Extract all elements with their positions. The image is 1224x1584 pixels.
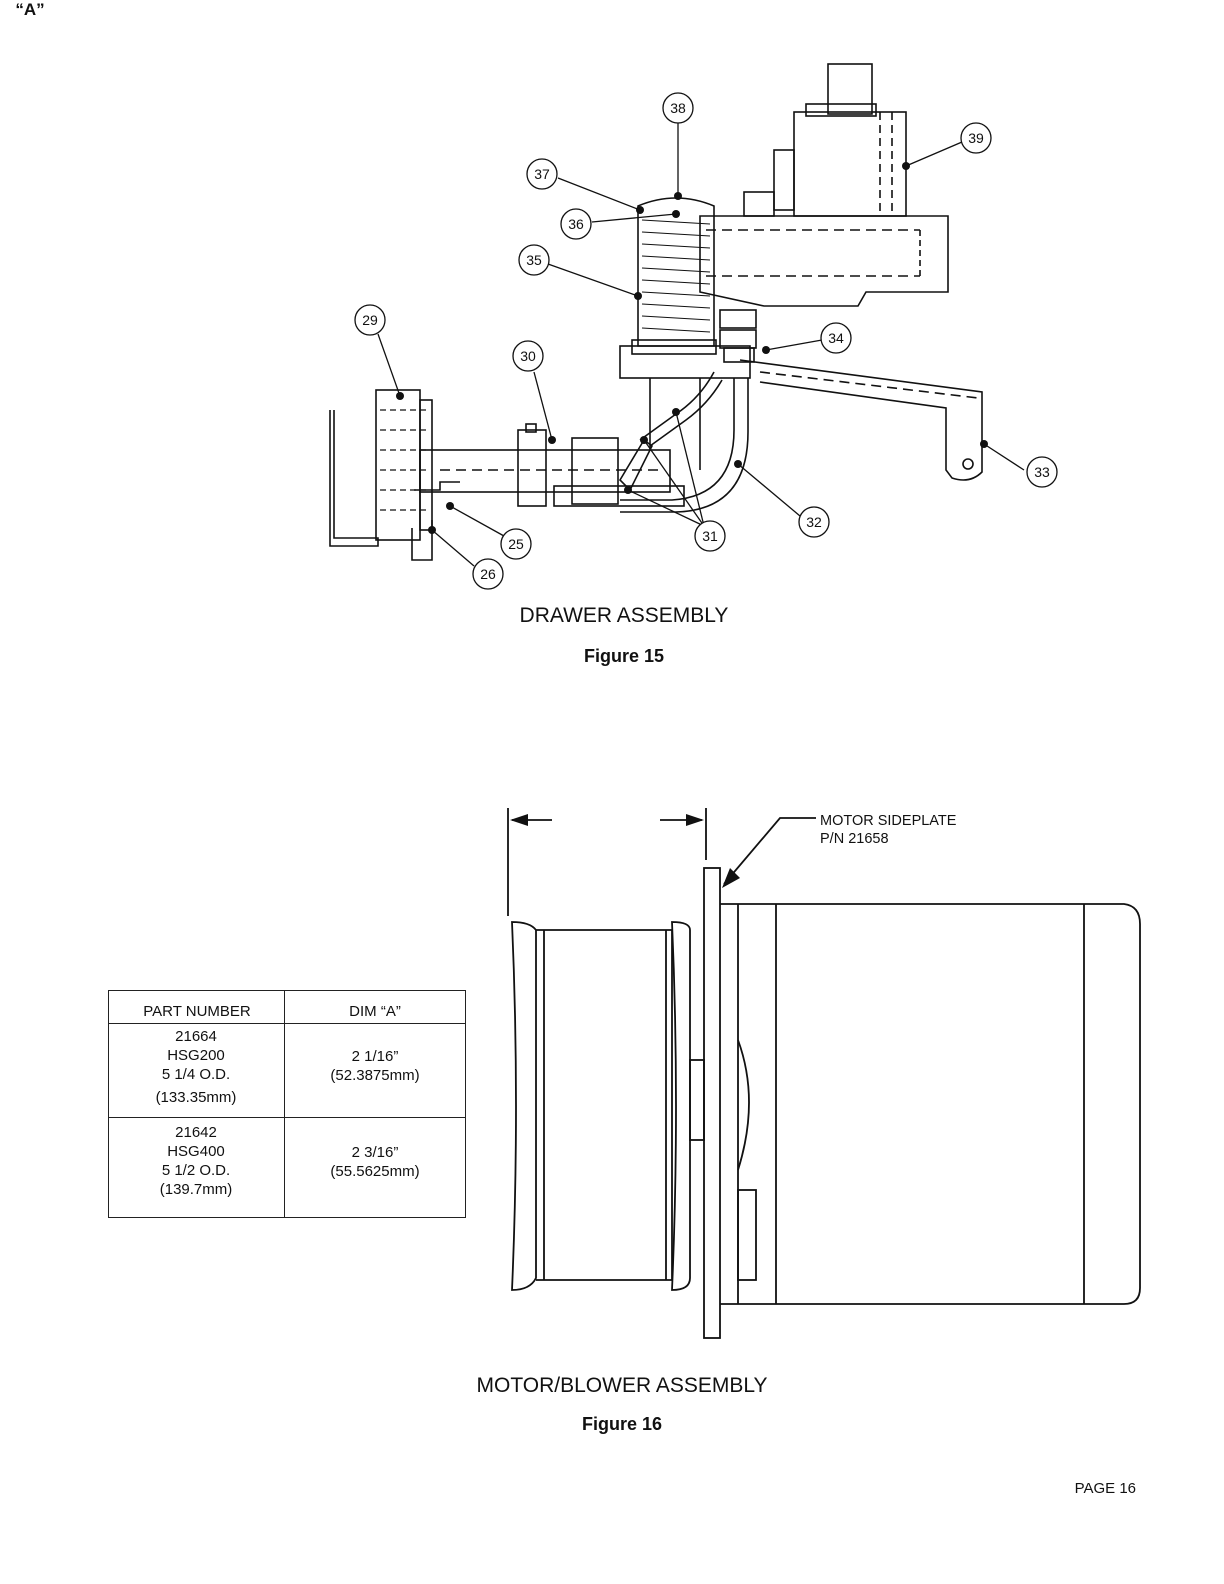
row2-dim-line: 2 3/16” — [285, 1143, 465, 1162]
motor-cap — [828, 64, 872, 114]
dimension-table: PART NUMBER DIM “A” 21664 HSG200 5 1/4 O… — [108, 990, 466, 1218]
callout-30: 30 — [520, 348, 536, 364]
outer-frame — [330, 410, 378, 546]
row1-part-line: 5 1/4 O.D. — [109, 1065, 283, 1084]
motor-body — [794, 112, 906, 216]
callout-25: 25 — [508, 536, 524, 552]
callout-37: 37 — [534, 166, 550, 182]
row1-dim-line: (52.3875mm) — [285, 1066, 465, 1085]
row2-part-line: 5 1/2 O.D. — [109, 1161, 283, 1180]
header-dim-a: DIM “A” — [285, 1003, 465, 1023]
callout-38: 38 — [670, 100, 686, 116]
callout-32: 32 — [806, 514, 822, 530]
figure-16-title: MOTOR/BLOWER ASSEMBLY — [372, 1374, 872, 1398]
row2-part: 21642 HSG400 5 1/2 O.D. (139.7mm) — [109, 1123, 283, 1199]
row1-part-line: (133.35mm) — [109, 1088, 283, 1107]
callout-36: 36 — [568, 216, 584, 232]
row1-part-line: HSG200 — [109, 1046, 283, 1065]
row1-part: 21664 HSG200 5 1/4 O.D. (133.35mm) — [109, 1027, 283, 1107]
row2-part-line: HSG400 — [109, 1142, 283, 1161]
motor-sideplate-label: MOTOR SIDEPLATE P/N 21658 — [820, 812, 956, 848]
row1-dim-line: 2 1/16” — [285, 1047, 465, 1066]
figure-15-number: Figure 15 — [424, 646, 824, 667]
row2-part-line: 21642 — [109, 1123, 283, 1142]
row2-dim-line: (55.5625mm) — [285, 1162, 465, 1181]
row2-part-line: (139.7mm) — [109, 1180, 283, 1199]
row1-dim: 2 1/16” (52.3875mm) — [285, 1047, 465, 1085]
callout-33: 33 — [1034, 464, 1050, 480]
electrode-tube — [620, 378, 734, 500]
drawer-assembly-drawing: 38 37 36 35 39 34 29 30 33 32 31 25 26 — [0, 0, 1224, 700]
figure-16-number: Figure 16 — [372, 1414, 872, 1435]
motor-housing — [720, 904, 1140, 1304]
sideplate-part-number: P/N 21658 — [820, 830, 956, 848]
blower-wheel — [512, 922, 536, 1290]
row2-dim: 2 3/16” (55.5625mm) — [285, 1143, 465, 1181]
motor-sideplate — [704, 868, 720, 1338]
callout-39: 39 — [968, 130, 984, 146]
row1-part-line: 21664 — [109, 1027, 283, 1046]
mounting-bracket — [740, 360, 982, 480]
figure-15-title: DRAWER ASSEMBLY — [424, 604, 824, 628]
header-part-number: PART NUMBER — [109, 1003, 285, 1023]
page-number: PAGE 16 — [1040, 1480, 1136, 1497]
callout-26: 26 — [480, 566, 496, 582]
callout-31: 31 — [702, 528, 718, 544]
callout-29: 29 — [362, 312, 378, 328]
pump-block — [376, 390, 420, 540]
sideplate-name: MOTOR SIDEPLATE — [820, 812, 956, 830]
callout-35: 35 — [526, 252, 542, 268]
callout-34: 34 — [828, 330, 844, 346]
